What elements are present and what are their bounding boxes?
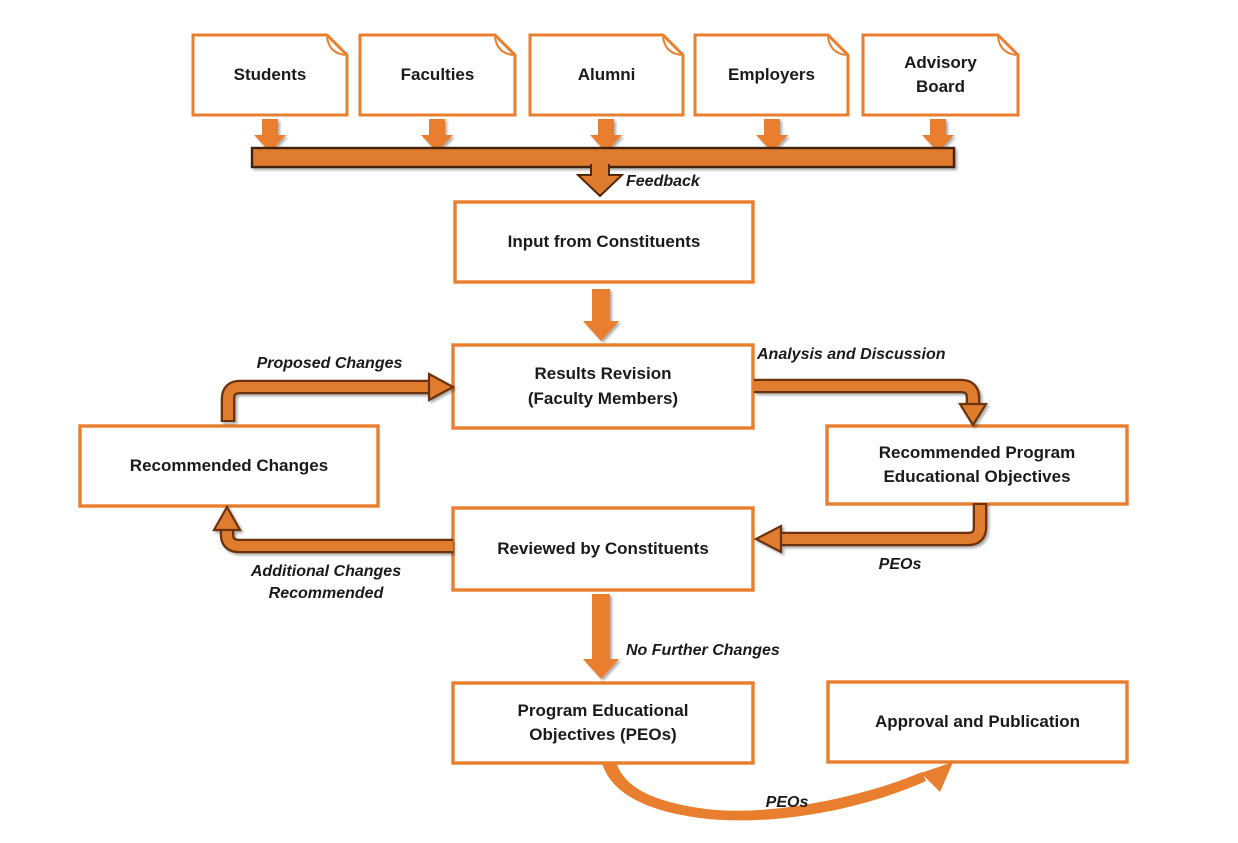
results-box-shape: [451, 343, 755, 430]
input-box-shape: [453, 200, 755, 284]
feedback-arrow: [575, 164, 625, 198]
students-down-arrow: [254, 119, 286, 152]
faculties-down-arrow: [421, 119, 453, 152]
additional-changes-arrow: [212, 504, 453, 554]
peos-to-approval-curve-arrow: [602, 762, 953, 821]
advisory-down-arrow: [922, 119, 954, 152]
employers-down-arrow: [756, 119, 788, 152]
recommended-changes-box-shape: [78, 424, 380, 508]
faculties-box-shape: [358, 33, 517, 117]
proposed-changes-arrow: [220, 372, 456, 422]
input-to-results-arrow: [583, 289, 619, 341]
approval-box-shape: [826, 680, 1129, 764]
analysis-discussion-arrow: [754, 378, 988, 428]
advisory-board-box-shape: [861, 33, 1020, 117]
peos-to-reviewed-arrow: [753, 503, 988, 554]
alumni-box-shape: [528, 33, 685, 117]
employers-box-shape: [693, 33, 850, 117]
peo-box-shape: [451, 681, 755, 765]
reviewed-box-shape: [451, 506, 755, 592]
no-further-changes-arrow: [583, 594, 619, 679]
alumni-down-arrow: [590, 119, 622, 152]
students-box-shape: [191, 33, 349, 117]
recommended-peo-box-shape: [825, 424, 1129, 506]
